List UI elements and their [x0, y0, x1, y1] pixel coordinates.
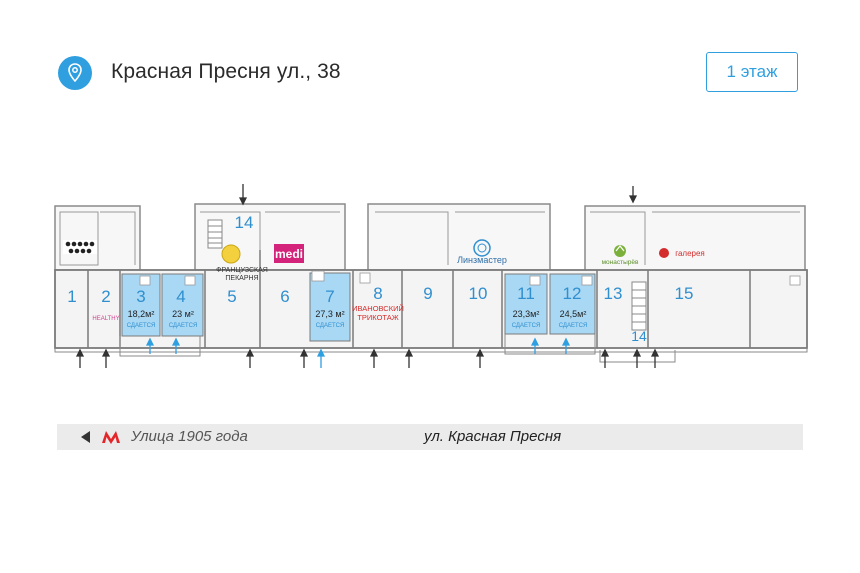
unit-11-status: СДАЕТСЯ [512, 323, 541, 329]
linzmaster-label: Линзмастер [457, 255, 507, 265]
unit-11-area: 23,3м² [513, 309, 540, 319]
unit-4-status: СДАЕТСЯ [169, 323, 198, 329]
bakery-label: ФРАНЦУЗСКАЯ [216, 267, 268, 274]
stairs-14-top-label: 14 [235, 213, 254, 232]
street-name-label: ул. Красная Пресня [424, 428, 562, 445]
medi-label: medi [275, 247, 303, 261]
galereya-label: галерея [675, 249, 705, 258]
unit-7-area: 27,3 м² [315, 309, 344, 319]
unit-7-status: СДАЕТСЯ [316, 323, 345, 329]
location-pin-icon [58, 56, 92, 90]
linzmaster-logo [473, 239, 491, 257]
unit-12-area: 24,5м² [560, 309, 587, 319]
healthy-label: HEALTHY [92, 316, 119, 322]
unit-3-status: СДАЕТСЯ [127, 323, 156, 329]
unit-11-number[interactable]: 11 [517, 284, 535, 303]
monastyrev-logo [614, 245, 626, 257]
unit-4-area: 23 м² [172, 309, 194, 319]
monastyrev-label: монастырёв [602, 259, 639, 266]
unit-3-shape [121, 273, 161, 337]
unit-12-number[interactable]: 12 [563, 284, 582, 303]
unit-5-number[interactable]: 5 [227, 287, 236, 306]
ivanovsky-label: ИВАНОВСКИЙ [352, 304, 404, 313]
address-title: Красная Пресня ул., 38 [111, 60, 341, 83]
tenant-logo-group [63, 239, 669, 264]
unit-3-area: 18,2м² [128, 309, 155, 319]
metro-station-label: Улица 1905 года [131, 428, 248, 445]
street-bar [57, 424, 803, 450]
unit-4-shape [161, 273, 204, 337]
unit-7-number[interactable]: 7 [325, 287, 334, 306]
unit-1-number[interactable]: 1 [67, 287, 76, 306]
medi-logo [274, 244, 304, 263]
unit-2-number[interactable]: 2 [101, 287, 110, 306]
bakery-label-2: ПЕКАРНЯ [225, 275, 258, 282]
unit-numbers: 1 2 3 4 5 6 7 8 9 10 11 12 13 15 14 14 [67, 213, 693, 344]
unit-10-number[interactable]: 10 [469, 284, 488, 303]
metro-m-icon [102, 431, 120, 444]
unit-8-number[interactable]: 8 [373, 284, 382, 303]
unit-12-status: СДАЕТСЯ [559, 323, 588, 329]
unit-13-number[interactable]: 13 [604, 284, 623, 303]
unit-3-number[interactable]: 3 [136, 287, 145, 306]
unit-7-shape [309, 272, 351, 342]
triangle-left-icon[interactable] [78, 429, 92, 445]
unit-4-number[interactable]: 4 [176, 287, 185, 306]
stairs-14-right-label: 14 [631, 328, 647, 344]
unit-6-number[interactable]: 6 [280, 287, 289, 306]
ivanovsky-label-2: ТРИКОТАЖ [357, 313, 398, 322]
unit-9-number[interactable]: 9 [423, 284, 432, 303]
galereya-logo [659, 248, 669, 258]
floor-selector-button[interactable]: 1 этаж [706, 52, 798, 92]
unit-15-number[interactable]: 15 [675, 284, 694, 303]
bakery-logo [221, 244, 241, 264]
